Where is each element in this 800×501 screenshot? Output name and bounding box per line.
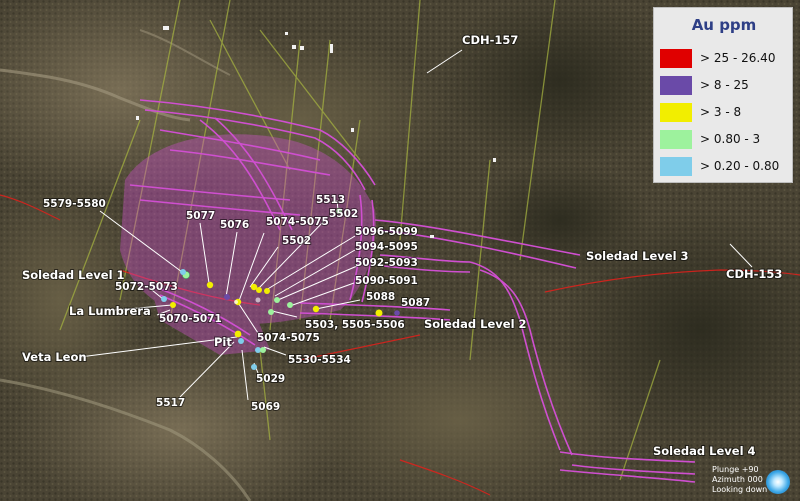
legend-label: > 3 - 8	[700, 105, 742, 119]
legend-item: > 0.20 - 0.80	[660, 157, 790, 177]
sample-point	[224, 294, 230, 300]
drillhole-label-cdh-153: CDH-153	[726, 267, 782, 281]
legend-swatch	[660, 76, 692, 95]
legend-swatch	[660, 130, 692, 149]
sample-label: 5087	[401, 297, 430, 309]
legend-label: > 8 - 25	[700, 78, 749, 92]
sample-label: 5517	[156, 397, 185, 409]
sample-point	[264, 288, 270, 294]
legend-swatch	[660, 49, 692, 68]
sample-point	[287, 302, 293, 308]
sample-point	[394, 310, 400, 316]
legend-swatch	[660, 157, 692, 176]
sample-point	[234, 330, 242, 338]
legend-item: > 8 - 25	[660, 76, 790, 96]
sample-point	[170, 302, 176, 308]
sample-label: 5090-5091	[355, 275, 418, 287]
sample-point	[375, 309, 383, 317]
view-looking: Looking down	[712, 485, 767, 494]
legend-swatch	[660, 103, 692, 122]
sample-point	[234, 300, 238, 304]
level-label-soledad-2: Soledad Level 2	[424, 317, 527, 331]
level-label-soledad-4: Soledad Level 4	[653, 444, 756, 458]
legend-label: > 0.80 - 3	[700, 132, 761, 146]
sample-points	[161, 208, 400, 370]
level-label-soledad-3: Soledad Level 3	[586, 249, 689, 263]
sample-label: 5096-5099	[355, 226, 418, 238]
sample-label: 5072-5073	[115, 281, 178, 293]
legend: Au ppm > 25 - 26.40 > 8 - 25 > 3 - 8 > 0…	[653, 7, 793, 183]
drillhole-label-cdh-157: CDH-157	[462, 33, 518, 47]
sample-label: 5070-5071	[159, 313, 222, 325]
sample-point	[256, 287, 262, 293]
legend-item: > 0.80 - 3	[660, 130, 790, 150]
area-label-pit: Pit	[214, 335, 232, 349]
map-labels: CDH-157 CDH-153 Soledad Level 3 Soledad …	[21, 32, 783, 494]
sample-label: 5502	[329, 208, 358, 220]
buildings	[136, 26, 496, 238]
sample-label: 5502	[282, 235, 311, 247]
sample-label: 5088	[366, 291, 395, 303]
sample-point	[255, 347, 261, 353]
sample-label: 5513	[316, 194, 345, 206]
sample-point	[180, 269, 186, 275]
sample-label: 5092-5093	[355, 257, 418, 269]
sample-point	[268, 309, 274, 315]
sample-point	[251, 364, 257, 370]
legend-label: > 0.20 - 0.80	[700, 159, 780, 173]
sample-label: 5076	[220, 219, 249, 231]
sample-label: 5069	[251, 401, 280, 413]
sample-point	[161, 296, 167, 302]
view-plunge: Plunge +90	[712, 465, 759, 474]
area-label-la-lumbrera: La Lumbrera	[69, 304, 151, 318]
legend-item: > 25 - 26.40	[660, 49, 790, 69]
level-label-soledad-1: Soledad Level 1	[22, 268, 125, 282]
sample-point	[238, 338, 244, 344]
leader-lines	[79, 49, 753, 401]
area-label-veta-leon: Veta Leon	[22, 350, 87, 364]
view-orientation-icon	[766, 470, 790, 494]
sample-label: 5094-5095	[355, 241, 418, 253]
sample-point	[206, 281, 214, 289]
sample-point	[260, 347, 266, 353]
sample-label: 5530-5534	[288, 354, 351, 366]
sample-label: 5074-5075	[266, 216, 329, 228]
sample-label: 5503, 5505-5506	[305, 319, 405, 331]
sample-point	[336, 208, 342, 214]
sample-point	[255, 297, 261, 303]
view-azimuth: Azimuth 000	[712, 475, 763, 484]
sample-point	[312, 305, 320, 313]
fault-lines	[0, 194, 800, 496]
underground-workings	[129, 99, 696, 483]
sample-label: 5077	[186, 210, 215, 222]
sample-point	[250, 283, 258, 291]
sample-label: 5074-5075	[257, 332, 320, 344]
sample-point	[274, 297, 280, 303]
drill-traces	[59, 0, 661, 481]
legend-title: Au ppm	[691, 16, 757, 34]
sample-label: 5579-5580	[43, 198, 106, 210]
legend-item: > 3 - 8	[660, 103, 790, 123]
sample-label: 5029	[256, 373, 285, 385]
legend-label: > 25 - 26.40	[700, 51, 776, 65]
